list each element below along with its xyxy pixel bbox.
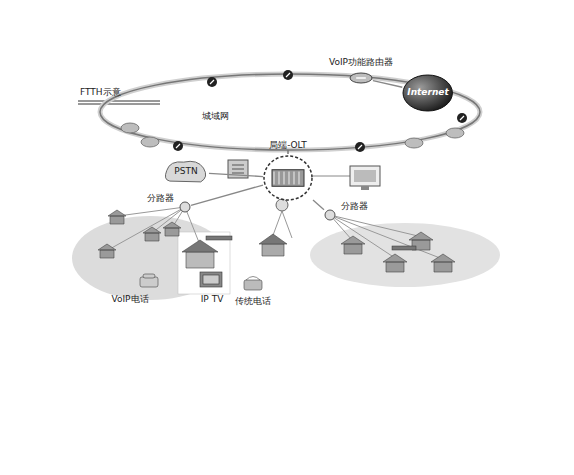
house xyxy=(186,252,214,268)
cloud xyxy=(165,161,205,182)
node-text: PSTN xyxy=(174,167,197,177)
tv-set xyxy=(200,272,222,287)
left-region xyxy=(178,232,230,294)
label: 城域网 xyxy=(202,112,229,122)
fiber-mark xyxy=(176,73,464,149)
olt-drop xyxy=(288,150,289,154)
olt-slot xyxy=(299,172,300,185)
drop-fiber xyxy=(108,189,440,258)
house xyxy=(383,254,407,272)
ring-router xyxy=(121,123,139,133)
house xyxy=(259,234,287,244)
router xyxy=(350,73,372,83)
left-region xyxy=(72,216,230,300)
olt-slot xyxy=(294,172,295,185)
olt-ring xyxy=(264,156,312,200)
router-shape xyxy=(349,72,373,84)
metro-ring xyxy=(100,74,480,150)
node-text: 分路器 xyxy=(147,194,174,204)
monitor xyxy=(361,186,369,190)
node-text: 分路器 xyxy=(341,202,368,212)
house xyxy=(262,244,284,256)
node-text: Internet xyxy=(407,88,448,98)
olt-slot xyxy=(279,172,280,185)
router-mark xyxy=(356,77,366,79)
cloud-node: PSTN xyxy=(163,159,209,185)
split-shape xyxy=(179,201,191,213)
house xyxy=(182,240,218,252)
monitor xyxy=(312,176,350,177)
title-underline xyxy=(78,101,160,102)
monitor xyxy=(312,166,380,190)
olt-node: 局端-OLT xyxy=(263,155,313,201)
fiber-mark xyxy=(173,70,467,152)
metro-ring xyxy=(100,74,480,150)
equipment xyxy=(392,246,416,250)
metro-ring xyxy=(100,74,480,150)
olt-shape xyxy=(263,155,313,201)
house xyxy=(341,236,365,254)
olt-drop xyxy=(287,150,289,154)
fiber-link xyxy=(191,185,263,205)
olt-slot xyxy=(274,172,275,185)
splitter xyxy=(180,202,190,212)
monitor xyxy=(350,166,380,186)
splitter xyxy=(276,199,288,211)
splitter xyxy=(276,199,288,211)
split-node: 分路器 xyxy=(179,201,191,213)
fiber-link xyxy=(313,200,324,210)
monitor xyxy=(354,170,376,182)
phone xyxy=(246,277,260,281)
title-underline xyxy=(78,101,160,104)
node-text: 局端-OLT xyxy=(269,141,307,151)
equipment xyxy=(206,236,416,250)
voip-phone xyxy=(140,274,158,287)
title-underline xyxy=(78,104,160,105)
drop-fiber xyxy=(108,207,200,250)
house xyxy=(98,244,116,258)
drop-fiber xyxy=(330,215,440,258)
node-text: VoIP功能路由器 xyxy=(329,58,393,68)
fiber-link xyxy=(373,81,402,88)
title: FTTH示意 xyxy=(80,88,121,98)
voip-phone xyxy=(143,274,155,278)
ring-router xyxy=(141,137,159,147)
ring-router xyxy=(446,128,464,138)
globe xyxy=(403,75,452,111)
house xyxy=(163,222,181,236)
tv-set xyxy=(203,275,219,284)
equipment xyxy=(206,236,232,240)
house xyxy=(143,227,161,241)
label: VoIP电话 xyxy=(111,295,148,305)
router-node: VoIP功能路由器 xyxy=(349,72,373,84)
olt-slot xyxy=(284,172,285,185)
ring-router xyxy=(405,138,423,148)
split-node: 分路器 xyxy=(324,209,336,221)
fiber-link xyxy=(209,173,263,176)
label: IP TV xyxy=(201,295,224,305)
label: 传统电话 xyxy=(235,297,271,307)
drop-fiber xyxy=(272,211,292,238)
olt-slot xyxy=(289,172,290,185)
split-shape xyxy=(324,209,336,221)
pstn-switch xyxy=(232,165,244,173)
olt-chassis xyxy=(272,170,304,187)
voip-phone xyxy=(140,277,158,287)
phone xyxy=(244,277,262,291)
house xyxy=(108,210,126,224)
globe-node: Internet xyxy=(402,74,453,112)
house xyxy=(431,254,455,272)
splitter xyxy=(325,210,335,220)
tv-set xyxy=(200,272,222,287)
house xyxy=(98,210,455,272)
phone xyxy=(244,280,262,290)
